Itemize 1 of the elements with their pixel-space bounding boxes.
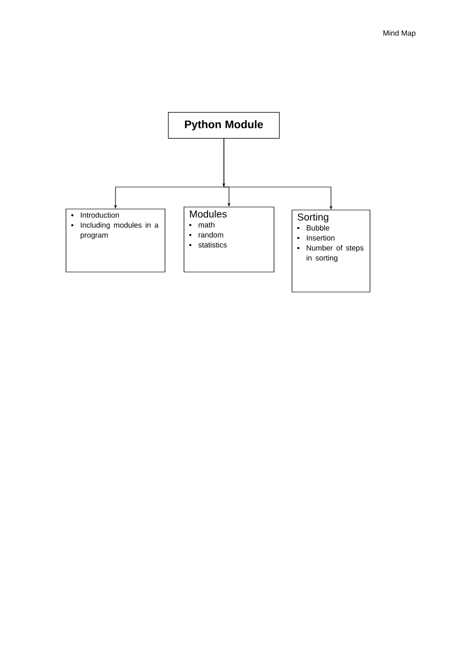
title-box: Python Module bbox=[168, 112, 280, 139]
